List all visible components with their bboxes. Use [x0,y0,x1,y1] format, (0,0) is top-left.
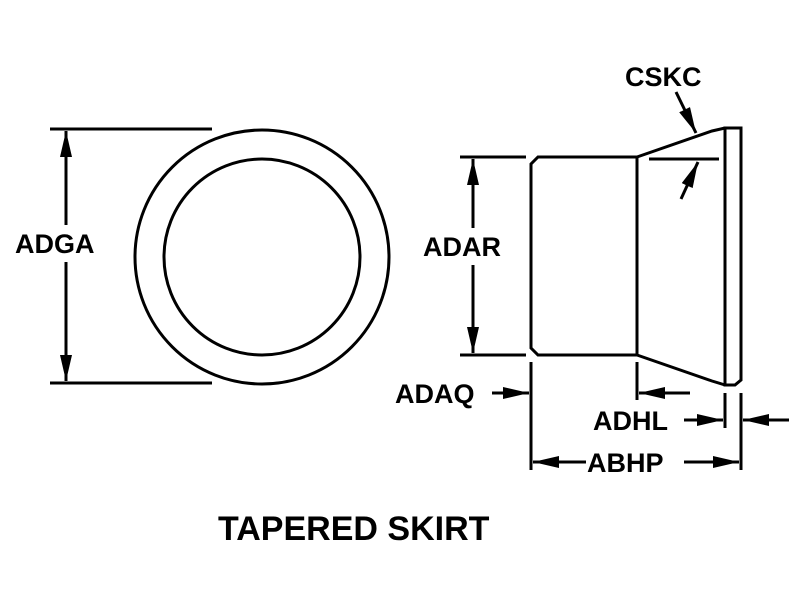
adga-label: ADGA [15,229,95,259]
adaq-label: ADAQ [395,379,475,409]
adhl-label: ADHL [593,406,668,436]
cskc-arrow-lower [679,161,700,200]
skirt-outline [636,126,726,387]
adar-label: ADAR [423,232,501,262]
drawing-title: TAPERED SKIRT [218,510,490,548]
front-view: ADGA [15,127,391,386]
abhp-label: ABHP [587,448,664,478]
cskc-label: CSKC [625,62,702,92]
cskc-arrow-upper [674,91,698,134]
side-view: ADAR CSKC ADAQ ADHL ABHP [395,62,789,478]
outer-circle [133,128,391,386]
inner-circle [162,157,362,357]
flange-outline [723,126,743,387]
body-outline [529,155,639,357]
